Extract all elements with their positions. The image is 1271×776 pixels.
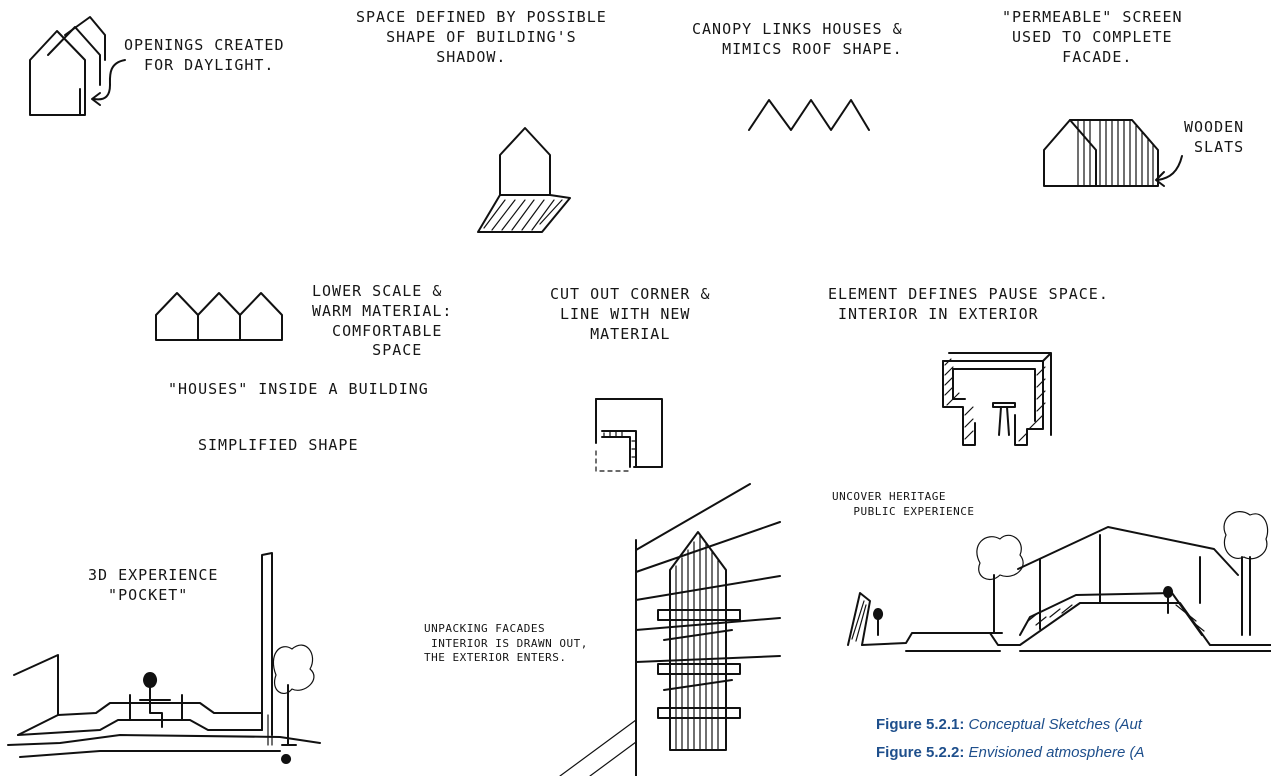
- 3d-experience-note: 3D EXPERIENCE "POCKET": [88, 566, 219, 604]
- shadow-note: SPACE DEFINED BY POSSIBLE SHAPE OF BUILD…: [356, 8, 607, 66]
- canopy-note: CANOPY LINKS HOUSES & MIMICS ROOF SHAPE.: [692, 20, 903, 58]
- heritage-section-sketch: [847, 511, 1271, 652]
- unpacking-facades-sketch: [559, 483, 781, 776]
- cut-out-note: CUT OUT CORNER & LINE WITH NEW MATERIAL: [550, 285, 711, 343]
- figure-text: Envisioned atmosphere (A: [964, 744, 1145, 761]
- stacked-houses-sketch: [29, 16, 106, 116]
- simplified-note: SIMPLIFIED SHAPE: [198, 436, 359, 454]
- house-shadow-sketch: [477, 127, 571, 233]
- permeable-note: "PERMEABLE" SCREEN USED TO COMPLETE FACA…: [1002, 8, 1183, 66]
- lower-scale-note: LOWER SCALE & WARM MATERIAL: COMFORTABLE…: [312, 282, 453, 360]
- figure-text: Conceptual Sketches (Aut: [964, 716, 1142, 733]
- figure-caption-2: Figure 5.2.2: Envisioned atmosphere (A: [876, 744, 1144, 761]
- figure-caption-1: Figure 5.2.1: Conceptual Sketches (Aut: [876, 716, 1142, 733]
- permeable-screen-sketch: [1043, 119, 1159, 187]
- pause-space-note: ELEMENT DEFINES PAUSE SPACE. INTERIOR IN…: [828, 285, 1109, 323]
- pause-space-sketch: [942, 352, 1052, 446]
- figure-label: Figure 5.2.1:: [876, 716, 965, 733]
- unpacking-note: UNPACKING FACADES INTERIOR IS DRAWN OUT,…: [424, 622, 588, 665]
- wooden-slats-note: WOODEN SLATS: [1184, 118, 1245, 156]
- arrow-icon: [1155, 155, 1183, 187]
- canopy-zigzag-sketch: [748, 99, 870, 131]
- openings-note: OPENINGS CREATED FOR DAYLIGHT.: [124, 36, 285, 74]
- arrow-icon: [91, 59, 126, 106]
- cut-out-corner-sketch: [595, 398, 663, 472]
- three-houses-sketch: [155, 292, 283, 341]
- houses-inside-note: "HOUSES" INSIDE A BUILDING: [168, 380, 429, 398]
- 3d-pocket-sketch: [7, 552, 321, 764]
- figure-label: Figure 5.2.2:: [876, 744, 965, 761]
- uncover-heritage-note: UNCOVER HERITAGE PUBLIC EXPERIENCE: [832, 490, 975, 518]
